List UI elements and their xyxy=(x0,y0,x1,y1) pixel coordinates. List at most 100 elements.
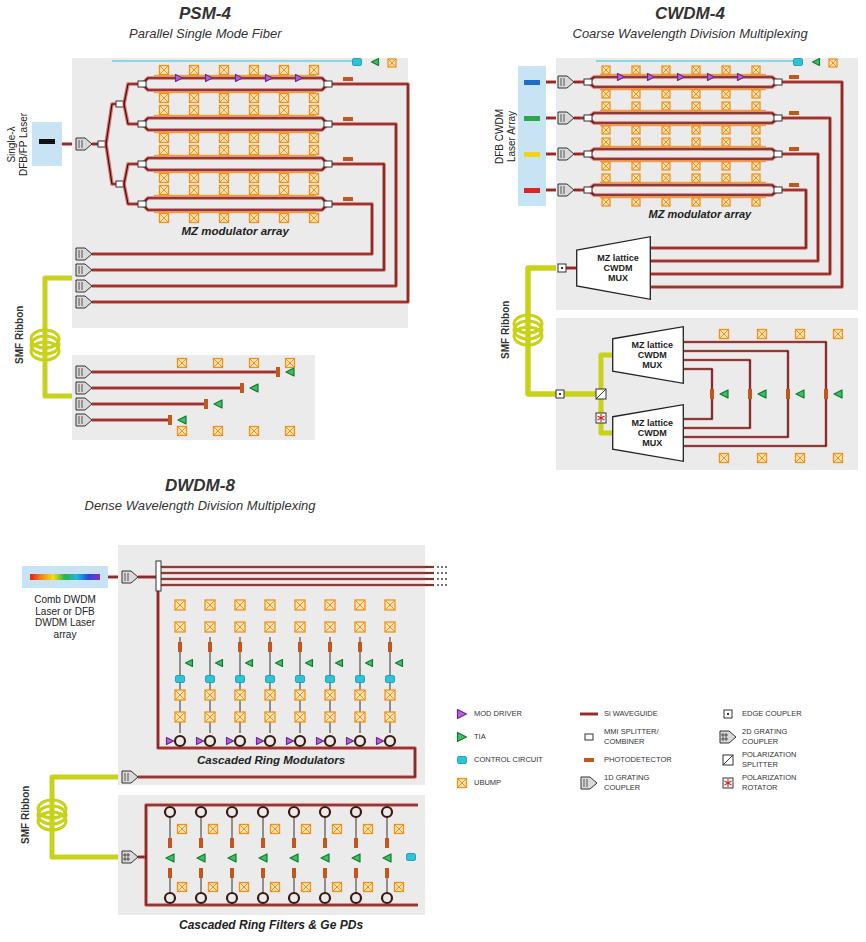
grating-coupler-1d xyxy=(76,296,92,308)
ubump xyxy=(220,146,229,155)
photodetector xyxy=(298,642,302,652)
mod-driver xyxy=(678,74,685,81)
phase-shifter xyxy=(154,195,316,196)
ubump xyxy=(632,126,640,134)
photodetector xyxy=(789,111,799,115)
photodetector xyxy=(343,157,353,161)
ubump xyxy=(692,198,700,206)
ubump xyxy=(178,883,187,892)
grating-coupler-1d xyxy=(76,248,92,260)
ubump xyxy=(632,90,640,98)
ubump xyxy=(388,59,396,67)
ubump xyxy=(220,66,229,75)
legend-text: POLARIZATION ROTATOR xyxy=(742,773,812,793)
ubump xyxy=(295,690,305,700)
si-waveguide xyxy=(146,857,418,905)
fiber-label: SMF Ribbon xyxy=(20,786,32,844)
ring-resonator xyxy=(227,893,237,903)
ubump xyxy=(692,102,700,110)
ubump xyxy=(388,59,396,67)
photodetector xyxy=(584,758,594,762)
photodetector xyxy=(789,147,799,151)
laser-line xyxy=(524,152,540,157)
ubump xyxy=(160,106,169,115)
ring-resonator xyxy=(165,807,175,817)
si-waveguide xyxy=(574,153,580,154)
si-waveguide xyxy=(124,84,134,104)
ubump xyxy=(160,214,169,223)
drop-waveguide xyxy=(263,817,264,893)
ring-resonator xyxy=(258,893,268,903)
polarization-rotator xyxy=(723,778,733,788)
ubump xyxy=(190,66,199,75)
ubump xyxy=(602,126,610,134)
ubump xyxy=(395,883,404,892)
edge-coupler xyxy=(724,710,732,718)
control-circuit xyxy=(266,676,275,683)
grating-coupler-1d xyxy=(561,114,564,122)
si-waveguide xyxy=(92,371,276,372)
si-waveguide xyxy=(566,266,576,270)
ring-resonator xyxy=(382,893,392,903)
ubump xyxy=(722,66,730,74)
si-waveguide xyxy=(92,124,396,286)
si-waveguide xyxy=(425,578,434,579)
ubump xyxy=(250,359,259,368)
ubump xyxy=(662,126,670,134)
si-waveguide xyxy=(574,116,580,120)
laser-line xyxy=(524,188,540,193)
photodetector xyxy=(385,838,389,848)
mux-block: MZ lattice CWDM MUX xyxy=(612,326,684,384)
ubump xyxy=(160,146,169,155)
ubump xyxy=(662,174,670,182)
si-waveguide xyxy=(580,185,786,190)
si-waveguide xyxy=(124,104,134,124)
grating-coupler-1d xyxy=(79,140,82,148)
mmi-splitter xyxy=(584,115,592,121)
legend-text: MMI SPLITTER/ COMBINER xyxy=(604,727,674,747)
ubump xyxy=(662,102,670,110)
mmi-splitter xyxy=(584,151,592,157)
control-circuit xyxy=(236,676,245,683)
continuation-dot xyxy=(437,578,439,580)
si-waveguide xyxy=(684,399,826,446)
ubump xyxy=(722,162,730,170)
grating-coupler-1d xyxy=(561,150,564,158)
si-waveguide xyxy=(684,342,826,389)
mux-trapezoid xyxy=(613,405,684,462)
photodetector xyxy=(354,838,358,848)
fiber-label: SMF Ribbon xyxy=(500,301,512,359)
phase-shifter xyxy=(600,182,766,183)
ubump xyxy=(662,198,670,206)
tia xyxy=(276,660,283,667)
ubump xyxy=(286,427,295,436)
ubump xyxy=(178,883,187,892)
mmi-splitter xyxy=(138,121,146,127)
ubump xyxy=(250,146,259,155)
si-waveguide xyxy=(651,154,818,261)
panel-caption: Cascaded Ring Filters & Ge PDs xyxy=(179,919,363,933)
mmi-splitter xyxy=(138,201,146,207)
tia xyxy=(186,660,193,667)
si-waveguide xyxy=(124,84,134,104)
ubump xyxy=(190,214,199,223)
ubump xyxy=(235,600,245,610)
ubump xyxy=(250,214,259,223)
edge-coupler xyxy=(556,390,564,398)
polarization-rotator xyxy=(596,413,606,423)
ubump xyxy=(280,174,289,183)
ubump xyxy=(752,66,760,74)
ubump xyxy=(295,712,305,722)
si-waveguide xyxy=(684,369,712,389)
tia xyxy=(813,59,820,66)
mmi-splitter xyxy=(324,201,332,207)
polarization-splitter xyxy=(596,389,606,399)
si-waveguide xyxy=(142,204,328,210)
si-waveguide xyxy=(92,402,204,406)
ubump xyxy=(190,134,199,143)
ubump xyxy=(722,126,730,134)
ubump xyxy=(295,690,305,700)
photodetector xyxy=(710,389,714,399)
ubump xyxy=(333,825,342,834)
ubump xyxy=(752,102,760,110)
